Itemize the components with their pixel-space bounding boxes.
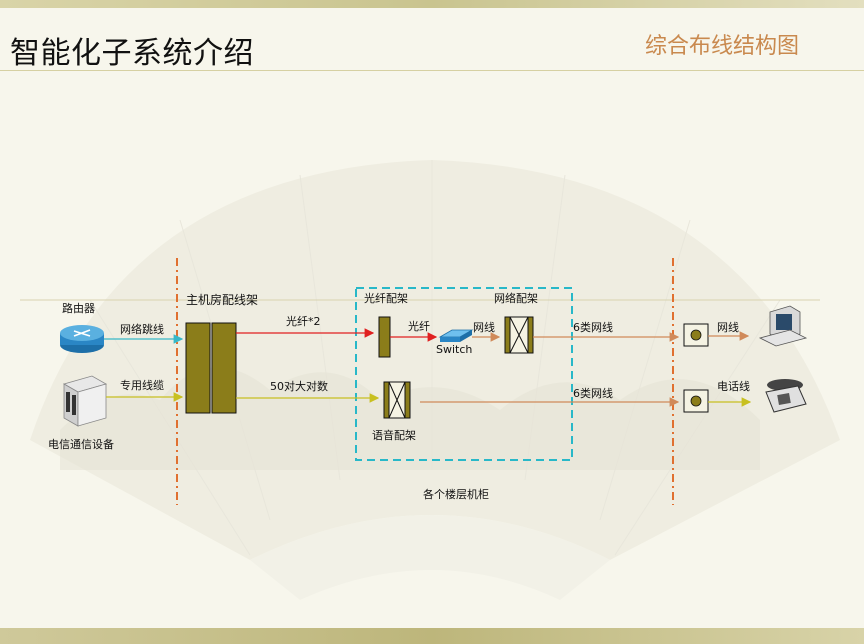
phone-line-label: 电话线 bbox=[717, 379, 750, 393]
telephone-icon bbox=[765, 379, 807, 413]
top-decor-bar bbox=[0, 0, 864, 8]
header-rule bbox=[0, 70, 864, 71]
network-patch-cable-label: 网络跳线 bbox=[120, 322, 164, 336]
fiber-patch-panel bbox=[378, 316, 391, 358]
router-icon bbox=[60, 325, 104, 353]
network-patch-panel-label: 网络配架 bbox=[494, 291, 538, 305]
fiber-label: 光纤 bbox=[408, 319, 430, 333]
main-distribution-frame bbox=[185, 322, 237, 414]
bottom-decor-bar bbox=[0, 628, 864, 644]
network-outlet bbox=[683, 323, 709, 347]
switch-label: Switch bbox=[436, 343, 472, 356]
floor-cabinets-label: 各个楼层机柜 bbox=[423, 487, 489, 501]
telecom-equipment-label: 电信通信设备 bbox=[48, 437, 114, 451]
pairs-50-label: 50对大对数 bbox=[270, 379, 328, 393]
main-distribution-frame-label: 主机房配线架 bbox=[186, 292, 258, 307]
voice-patch-panel-label: 语音配架 bbox=[372, 428, 416, 442]
fiber-patch-panel-label: 光纤配架 bbox=[364, 291, 408, 305]
computer-icon bbox=[758, 305, 808, 347]
cat6-cable-bottom-label: 6类网线 bbox=[573, 386, 613, 400]
cat6-cable-top-label: 6类网线 bbox=[573, 320, 613, 334]
floor-cabinet-box bbox=[355, 287, 573, 461]
telecom-equipment-icon bbox=[62, 375, 108, 427]
phone-outlet bbox=[683, 389, 709, 413]
voice-patch-panel bbox=[383, 381, 411, 419]
fiber-x2-label: 光纤*2 bbox=[286, 314, 321, 328]
network-patch-panel bbox=[504, 316, 534, 354]
network-cable-end-label: 网线 bbox=[717, 320, 739, 334]
page-title: 智能化子系统介绍 bbox=[10, 36, 254, 71]
dedicated-cable-label: 专用线缆 bbox=[120, 378, 164, 392]
page-subtitle: 综合布线结构图 bbox=[645, 34, 800, 59]
network-cable-label: 网线 bbox=[473, 320, 495, 334]
router-label: 路由器 bbox=[62, 301, 95, 315]
switch-icon bbox=[438, 329, 474, 342]
